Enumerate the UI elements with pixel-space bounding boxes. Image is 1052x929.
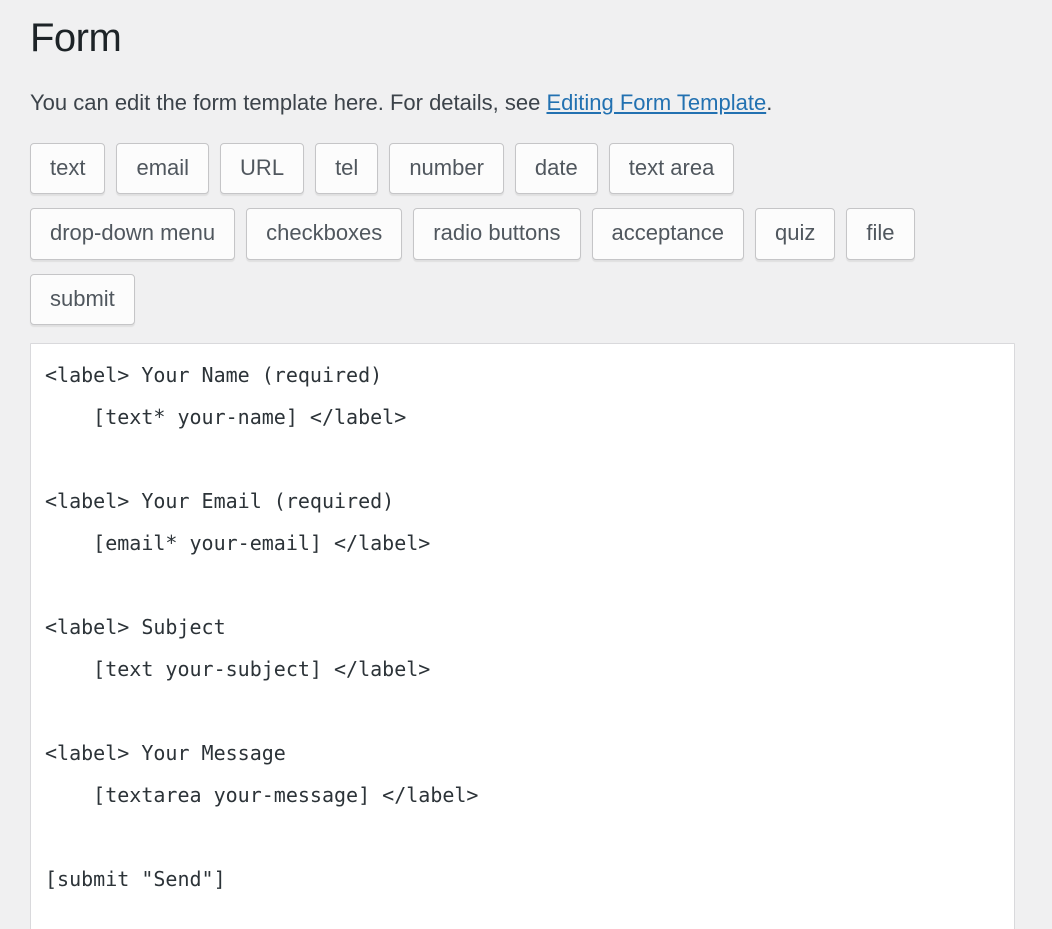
form-template-textarea[interactable]: <label> Your Name (required) [text* your…: [30, 342, 1015, 929]
form-edit-description: You can edit the form template here. For…: [30, 88, 1022, 119]
tag-button-drop-down-menu[interactable]: drop-down menu: [30, 208, 236, 260]
description-period: .: [766, 90, 773, 115]
tag-button-email[interactable]: email: [116, 142, 210, 195]
tag-button-file[interactable]: file: [846, 208, 915, 260]
tag-generator-row-3: submit: [30, 273, 1022, 325]
tag-button-submit[interactable]: submit: [30, 273, 135, 325]
tag-button-radio-buttons[interactable]: radio buttons: [413, 208, 581, 260]
tag-button-acceptance[interactable]: acceptance: [591, 208, 745, 260]
tag-generator-row-2: drop-down menu checkboxes radio buttons …: [30, 208, 1022, 260]
tag-button-url[interactable]: URL: [220, 142, 305, 195]
tag-button-number[interactable]: number: [389, 142, 504, 195]
editing-form-template-link[interactable]: Editing Form Template: [546, 90, 767, 115]
tag-button-tel[interactable]: tel: [315, 142, 379, 195]
tag-button-text[interactable]: text: [30, 142, 106, 195]
tag-button-date[interactable]: date: [514, 142, 598, 195]
description-text: You can edit the form template here. For…: [30, 90, 547, 115]
tag-button-checkboxes[interactable]: checkboxes: [246, 208, 403, 260]
tag-button-quiz[interactable]: quiz: [755, 208, 836, 260]
tag-button-text-area[interactable]: text area: [608, 142, 735, 195]
tag-generator-row-1: text email URL tel number date text area: [30, 142, 1022, 195]
page-title: Form: [30, 16, 122, 60]
